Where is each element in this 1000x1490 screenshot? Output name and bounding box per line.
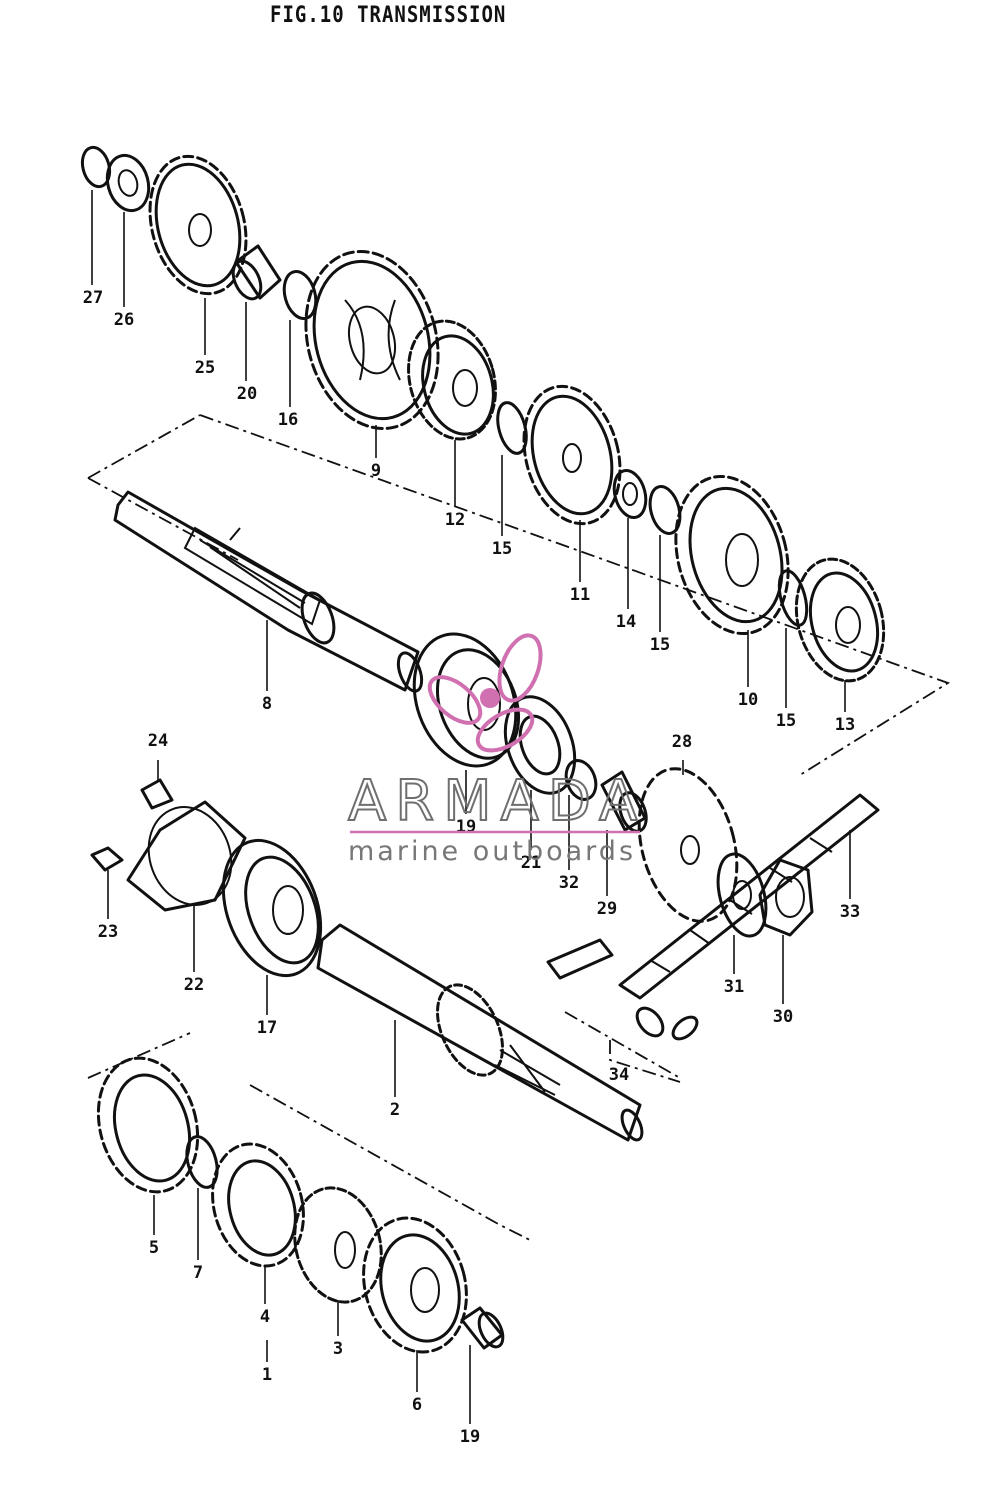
callout-12: 12 (445, 510, 465, 530)
part-6-gear (362, 1216, 468, 1354)
assembly-outlines (87, 414, 951, 1241)
callout-34: 34 (609, 1065, 629, 1085)
part-34-chain-joint (546, 938, 699, 1041)
part-17-bearing (221, 838, 323, 978)
part-14-lock-washer (612, 468, 648, 520)
callout-10: 10 (738, 690, 758, 710)
callout-4: 4 (260, 1307, 270, 1327)
callout-22: 22 (184, 975, 204, 995)
callout-23: 23 (98, 922, 118, 942)
upper-group-outline-right (199, 414, 951, 776)
callout-19: 19 (460, 1427, 480, 1447)
part-3-gear (293, 1186, 383, 1304)
callout-11: 11 (570, 585, 590, 605)
part-28-drive-sprocket (637, 767, 739, 923)
callout-7: 7 (193, 1263, 203, 1283)
chain-link-group-outline (564, 1011, 681, 1079)
part-10-gear (674, 474, 790, 636)
callout-15: 15 (492, 539, 512, 559)
watermark-logo-mark (427, 633, 543, 753)
part-23-screw (90, 846, 124, 872)
part-26-washer (105, 153, 151, 213)
callout-31: 31 (724, 977, 744, 997)
callout-17: 17 (257, 1018, 277, 1038)
part-5-gear (96, 1056, 200, 1194)
part-4-gear (211, 1142, 305, 1268)
callout-28: 28 (672, 732, 692, 752)
part-15-circlip-c (777, 569, 809, 627)
callout-14: 14 (616, 612, 636, 632)
part-2-drive-shaft (316, 923, 644, 1142)
part-19-bushing-lower (460, 1306, 505, 1350)
callout-8: 8 (262, 694, 272, 714)
figure-title: FIG.10 TRANSMISSION (270, 2, 507, 28)
upper-group-outline-bottom (87, 477, 239, 561)
lower-group-outline-right (249, 1084, 531, 1241)
callout-5: 5 (149, 1238, 159, 1258)
leader-lines (91, 190, 851, 1424)
callout-20: 20 (237, 384, 257, 404)
part-12-gear (407, 319, 497, 441)
callout-21: 21 (521, 853, 541, 873)
part-7-circlip (185, 1135, 219, 1189)
callout-6: 6 (412, 1395, 422, 1415)
callout-2: 2 (390, 1100, 400, 1120)
lower-group-outline-left (87, 1032, 191, 1079)
part-15-circlip-b (648, 485, 682, 535)
callout-13: 13 (835, 715, 855, 735)
part-33-drive-chain (618, 793, 880, 1000)
part-19-bearing-upper (412, 632, 521, 768)
callout-30: 30 (773, 1007, 793, 1027)
watermark-brand: ARMADA (348, 769, 646, 834)
chain-link-bracket (609, 1040, 681, 1083)
part-13-gear (794, 557, 886, 683)
part-24-screw (140, 778, 174, 810)
callout-16: 16 (278, 410, 298, 430)
callout-9: 9 (371, 461, 381, 481)
part-11-gear (522, 384, 622, 526)
part-32-o-ring (564, 759, 598, 801)
part-22-retainer-plate (126, 800, 247, 912)
callout-32: 32 (559, 873, 579, 893)
part-8-counter-shaft (113, 490, 424, 693)
callout-33: 33 (840, 902, 860, 922)
callout-3: 3 (333, 1339, 343, 1359)
upper-group-outline-left (87, 414, 201, 479)
part-20-bushing (231, 244, 282, 301)
part-27-circlip (80, 145, 112, 189)
callout-1: 1 (262, 1365, 272, 1385)
callout-27: 27 (83, 288, 103, 308)
part-31-lock-washer (716, 852, 768, 938)
part-25-sprocket-gear (148, 154, 248, 296)
callout-26: 26 (114, 310, 134, 330)
callout-15: 15 (776, 711, 796, 731)
watermark-tagline: marine outboards (348, 836, 636, 867)
callout-24: 24 (148, 731, 168, 751)
callout-25: 25 (195, 358, 215, 378)
watermark: ARMADA marine outboards (347, 633, 646, 867)
callout-29: 29 (597, 899, 617, 919)
callout-15: 15 (650, 635, 670, 655)
part-16-washer (282, 269, 318, 321)
